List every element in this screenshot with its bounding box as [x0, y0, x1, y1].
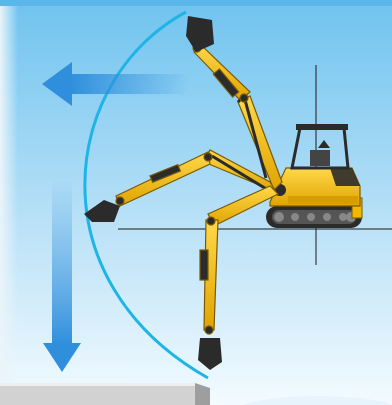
- arm-pose-forward: [84, 149, 278, 222]
- arm-pose-up: [186, 16, 283, 192]
- reach-arc: [83, 10, 209, 380]
- arm-pose-down: [198, 185, 280, 370]
- arrow-down-icon: [43, 180, 81, 372]
- ground-ellipse: [243, 396, 392, 405]
- left-edge-fade: [0, 0, 18, 405]
- arrow-left-icon: [42, 62, 190, 106]
- top-band: [0, 0, 392, 6]
- ground-slab: [0, 383, 210, 405]
